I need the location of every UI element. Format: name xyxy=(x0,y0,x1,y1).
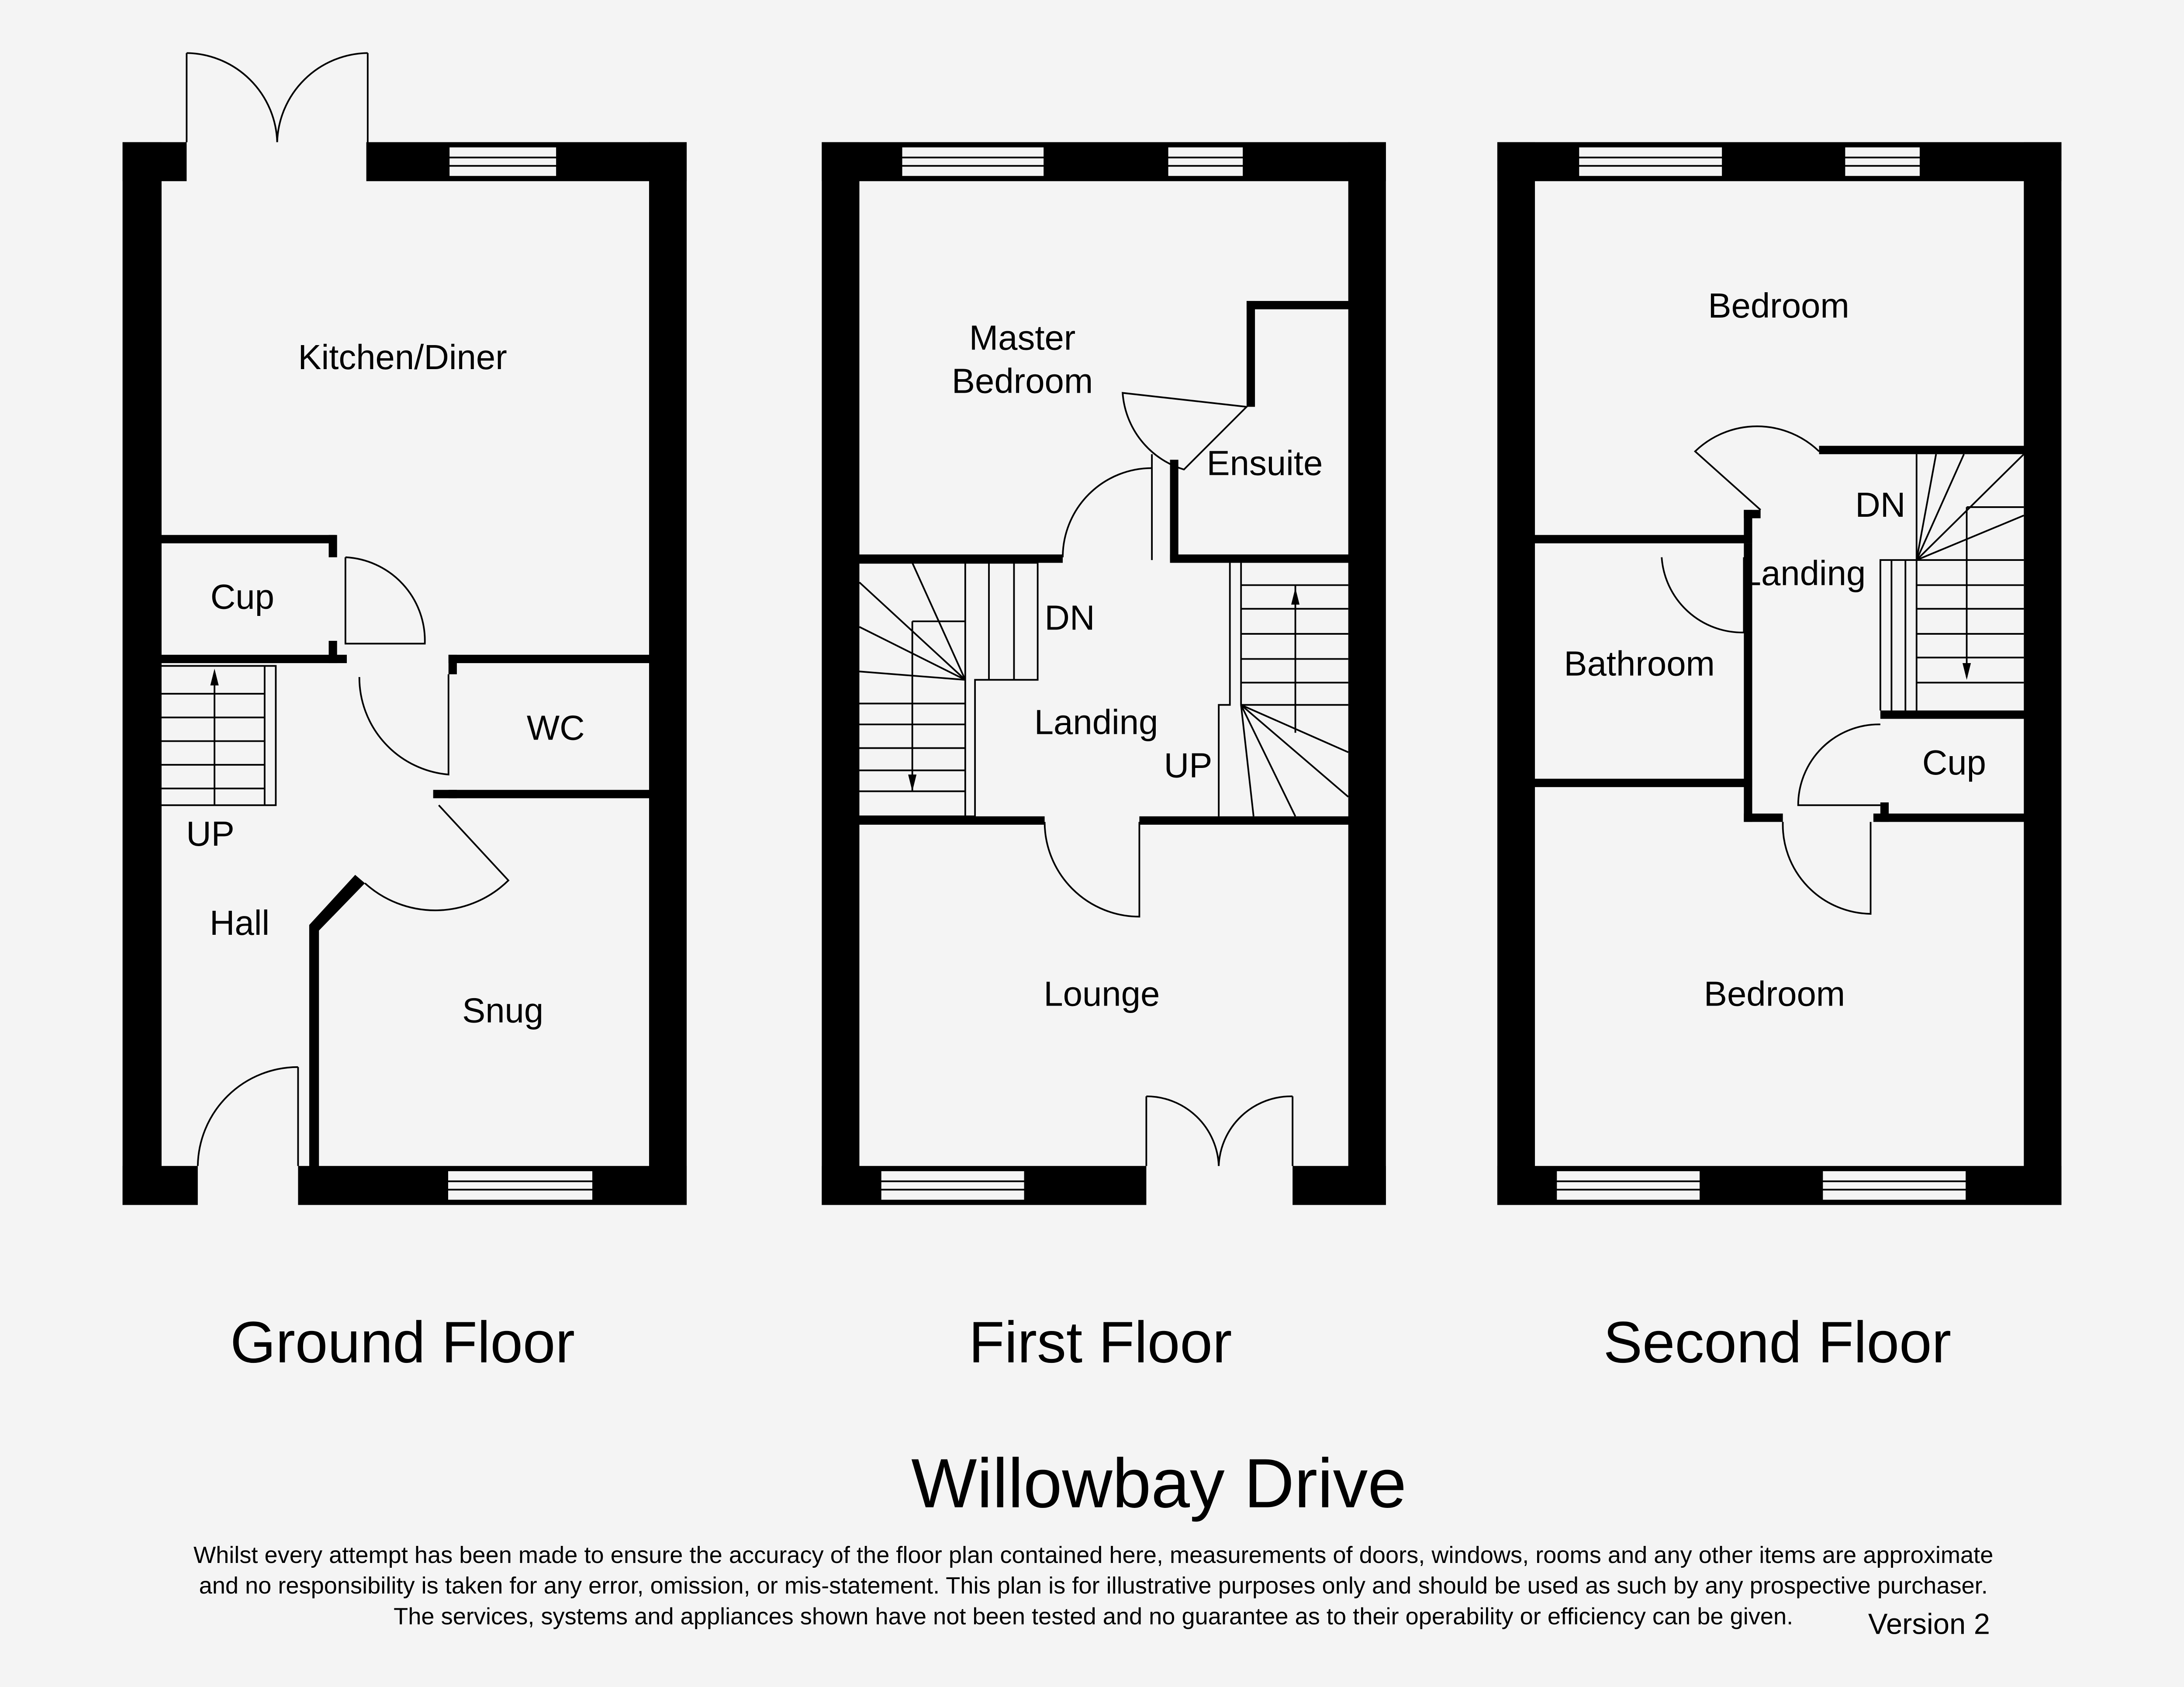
staircase-icon xyxy=(157,665,277,806)
room-label-wc: WC xyxy=(527,708,585,747)
window-icon xyxy=(1821,1169,1968,1202)
second-floor-plan: Bedroom DN Landing Bathroom Cup Bedroom xyxy=(1497,142,2062,1205)
french-door-icon xyxy=(186,52,369,142)
window-icon xyxy=(1577,145,1724,178)
stair-label-dn: DN xyxy=(1044,598,1095,637)
property-title: Willowbay Drive xyxy=(911,1444,1406,1522)
window-icon xyxy=(879,1169,1026,1202)
window-icon xyxy=(1555,1169,1702,1202)
floor-title-ground: Ground Floor xyxy=(230,1310,575,1375)
disclaimer-line-1: Whilst every attempt has been made to en… xyxy=(194,1542,1993,1568)
ground-floor-plan: Kitchen/Diner Cup WC UP Hall Snug xyxy=(122,52,687,1205)
room-label-master-1: Master xyxy=(969,318,1076,357)
room-label-snug: Snug xyxy=(462,991,543,1030)
version-label: Version 2 xyxy=(1868,1608,1990,1641)
disclaimer-line-2: and no responsibility is taken for any e… xyxy=(199,1573,1988,1599)
room-label-landing: Landing xyxy=(1742,553,1866,592)
floor-title-first: First Floor xyxy=(969,1310,1232,1375)
room-label-lounge: Lounge xyxy=(1044,974,1160,1013)
stair-label-up: UP xyxy=(1164,746,1213,785)
staircase-icon xyxy=(859,562,1039,817)
room-label-landing: Landing xyxy=(1034,703,1158,742)
stair-label-dn: DN xyxy=(1855,485,1905,524)
room-label-cup: Cup xyxy=(211,577,274,616)
room-label-hall: Hall xyxy=(210,903,270,942)
window-icon xyxy=(447,145,558,178)
room-label-bedroom-bottom: Bedroom xyxy=(1704,974,1845,1013)
window-icon xyxy=(1166,145,1245,178)
staircase-icon xyxy=(1218,563,1349,817)
window-icon xyxy=(1843,145,1922,178)
room-label-ensuite: Ensuite xyxy=(1206,444,1323,483)
room-label-bedroom-top: Bedroom xyxy=(1708,286,1849,325)
floor-title-second: Second Floor xyxy=(1603,1310,1951,1375)
stair-label-up: UP xyxy=(186,814,235,853)
disclaimer-line-3: The services, systems and appliances sho… xyxy=(394,1603,1793,1629)
room-label-cup: Cup xyxy=(1922,743,1986,782)
first-floor-plan: Master Bedroom Ensuite DN Landing UP Lou… xyxy=(822,142,1386,1205)
room-label-master-2: Bedroom xyxy=(952,361,1093,400)
room-label-bathroom: Bathroom xyxy=(1564,644,1715,683)
french-door-icon xyxy=(1145,1095,1294,1166)
window-icon xyxy=(900,145,1046,178)
window-icon xyxy=(446,1169,594,1202)
staircase-icon xyxy=(1879,453,2025,711)
front-door-icon xyxy=(197,1066,299,1166)
room-label-kitchen: Kitchen/Diner xyxy=(298,338,507,377)
